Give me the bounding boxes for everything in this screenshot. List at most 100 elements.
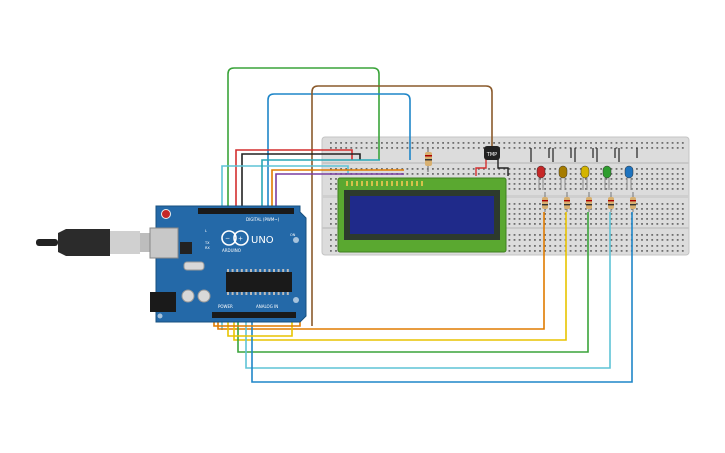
breadboard-hole	[544, 234, 546, 236]
breadboard-hole	[559, 147, 562, 149]
breadboard-hole	[340, 168, 342, 170]
breadboard-hole	[661, 208, 664, 210]
breadboard-hole	[544, 239, 546, 241]
breadboard-hole	[432, 168, 434, 170]
arduino-uno[interactable]: − + UNO ARDUINO DIGITAL (PWM~) POWER ANA…	[36, 205, 307, 323]
chip-pin	[277, 292, 280, 295]
breadboard-hole	[590, 234, 592, 236]
breadboard-hole	[523, 183, 526, 185]
breadboard-hole	[620, 234, 623, 236]
wire-cyan-led[interactable]	[245, 212, 611, 369]
breadboard-hole	[671, 178, 674, 180]
breadboard-hole	[666, 239, 669, 241]
breadboard-hole	[493, 173, 495, 175]
breadboard-hole	[559, 239, 562, 241]
breadboard-hole	[365, 168, 368, 170]
breadboard-hole	[630, 188, 633, 190]
breadboard-hole	[661, 188, 664, 190]
resistor-led-2[interactable]	[564, 192, 570, 212]
breadboard-hole	[564, 142, 567, 144]
wire-black-ground[interactable]	[241, 153, 361, 210]
wire-green-top[interactable]	[227, 67, 380, 210]
breadboard-hole	[641, 218, 643, 220]
breadboard-hole	[554, 203, 557, 205]
breadboard-hole	[549, 188, 552, 190]
led-yellow[interactable]	[574, 148, 594, 190]
breadboard-hole	[610, 147, 613, 149]
breadboard-hole	[559, 208, 562, 210]
breadboard-hole	[549, 218, 552, 220]
breadboard-hole	[651, 223, 654, 225]
wire-yellow-short[interactable]	[227, 320, 293, 337]
led-blue[interactable]	[618, 148, 638, 190]
chip-pin	[245, 292, 248, 295]
lcd-pin	[366, 181, 368, 186]
breadboard-hole	[528, 178, 531, 180]
breadboard-hole	[518, 239, 521, 241]
breadboard-hole	[620, 178, 623, 180]
wire-red-power[interactable]	[235, 149, 353, 210]
breadboard-hole	[605, 250, 608, 252]
led-amber[interactable]	[552, 148, 572, 190]
breadboard-hole	[386, 147, 388, 149]
reset-button[interactable]	[161, 209, 171, 219]
breadboard-hole	[615, 239, 618, 241]
breadboard-hole	[661, 168, 664, 170]
breadboard-hole	[615, 147, 618, 149]
breadboard-hole	[661, 234, 664, 236]
breadboard-hole	[569, 208, 572, 210]
breadboard-hole	[335, 234, 337, 236]
wire-blue-led[interactable]	[251, 212, 633, 383]
wire-orange-led[interactable]	[217, 212, 545, 330]
breadboard-hole	[630, 183, 633, 185]
breadboard-hole	[574, 203, 577, 205]
breadboard-hole	[569, 223, 572, 225]
breadboard-hole	[656, 245, 659, 247]
breadboard-hole	[574, 234, 577, 236]
breadboard-hole	[641, 168, 643, 170]
breadboard-hole	[401, 142, 404, 144]
lcd-display[interactable]	[337, 177, 507, 253]
chip-pin	[254, 292, 257, 295]
breadboard-hole	[595, 213, 597, 215]
resistor-led-3[interactable]	[586, 192, 592, 212]
breadboard-hole	[345, 168, 348, 170]
breadboard-hole	[452, 142, 455, 144]
led-green[interactable]	[596, 148, 616, 190]
wire-yellow-led[interactable]	[233, 212, 567, 341]
wire-brown-top[interactable]	[311, 85, 493, 326]
breadboard-hole	[559, 183, 562, 185]
wire-purple[interactable]	[275, 173, 404, 210]
breadboard-hole	[330, 178, 332, 180]
resistor-led-4[interactable]	[608, 192, 614, 212]
on-label: ON	[290, 233, 296, 237]
breadboard-hole	[666, 245, 669, 247]
breadboard-hole	[467, 147, 470, 149]
breadboard-hole	[585, 213, 587, 215]
breadboard-hole	[411, 147, 414, 149]
lcd-pin	[386, 181, 388, 186]
crystal	[183, 261, 205, 271]
breadboard-hole	[620, 223, 623, 225]
wire-teal[interactable]	[261, 159, 380, 210]
breadboard-hole	[523, 250, 526, 252]
breadboard-hole	[676, 173, 679, 175]
breadboard-hole	[554, 188, 557, 190]
chip-pin	[277, 269, 280, 272]
breadboard-hole	[335, 223, 337, 225]
breadboard-hole	[539, 223, 541, 225]
breadboard-hole	[615, 245, 618, 247]
wire-orange[interactable]	[271, 169, 404, 210]
breadboard-hole	[528, 218, 531, 220]
uno-label: UNO	[251, 235, 274, 246]
breadboard-hole	[549, 213, 552, 215]
resistor-led-1[interactable]	[542, 192, 548, 212]
analog-header	[212, 312, 296, 318]
resistor-lcd[interactable]	[425, 148, 432, 172]
wire-blue-top[interactable]	[267, 93, 411, 210]
temperature-sensor[interactable]: TMP	[475, 146, 509, 176]
breadboard-hole	[539, 208, 541, 210]
resistor-led-5[interactable]	[630, 192, 636, 212]
breadboard-hole	[579, 142, 582, 144]
led-red[interactable]	[530, 148, 550, 190]
